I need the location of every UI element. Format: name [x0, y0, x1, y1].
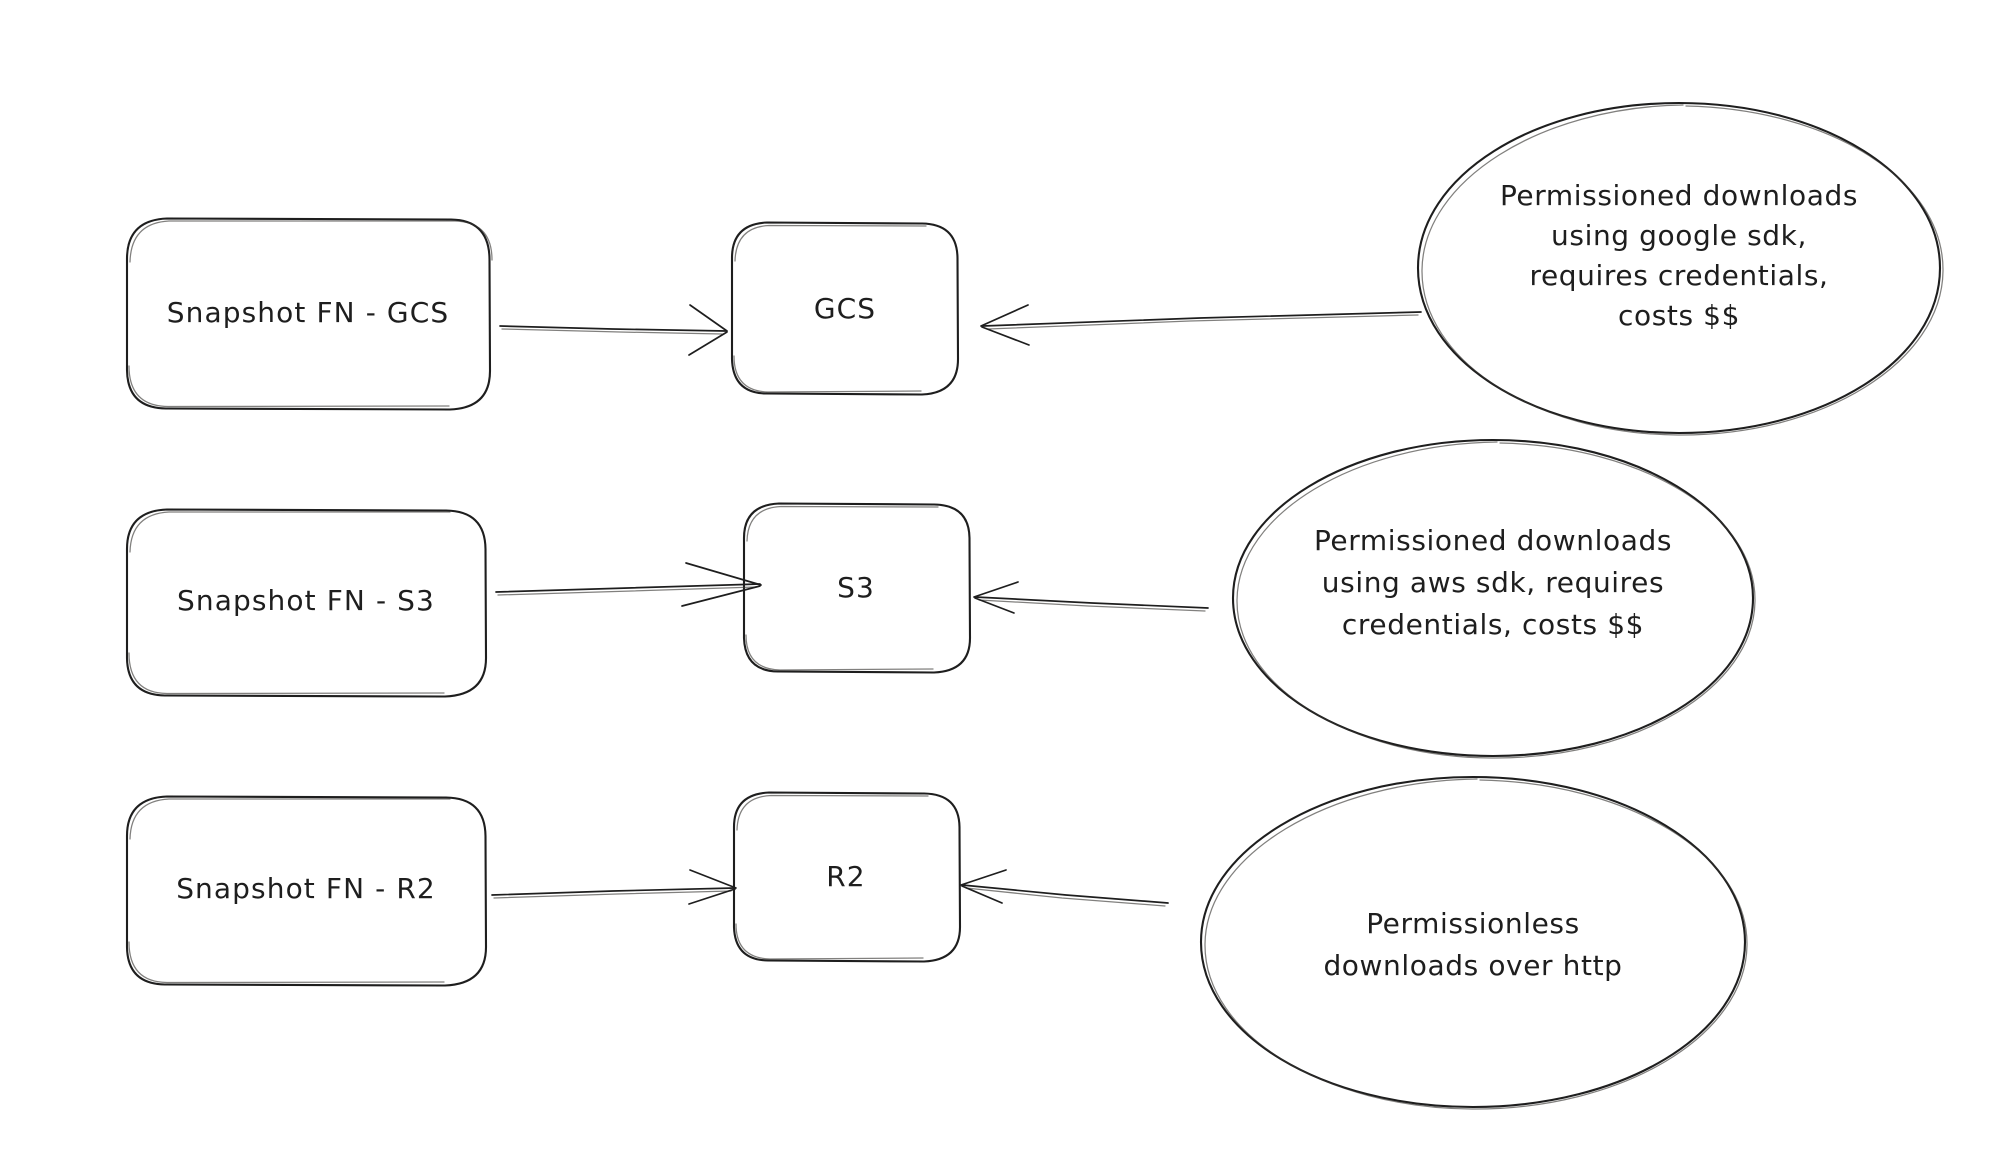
- note-s3-line-3: credentials, costs $$: [1342, 608, 1644, 641]
- note-s3-line-1: Permissioned downloads: [1314, 524, 1672, 557]
- note-gcs[interactable]: Permissioned downloads using google sdk,…: [1416, 101, 1944, 436]
- node-s3[interactable]: S3: [742, 502, 972, 674]
- note-s3[interactable]: Permissioned downloads using aws sdk, re…: [1231, 438, 1756, 759]
- node-label-snapshot-fn-s3: Snapshot FN - S3: [177, 584, 435, 617]
- note-gcs-line-1: Permissioned downloads: [1500, 179, 1858, 212]
- note-r2-line-2: downloads over http: [1323, 949, 1622, 982]
- node-r2[interactable]: R2: [732, 791, 962, 963]
- node-snapshot-fn-gcs[interactable]: Snapshot FN - GCS: [125, 217, 493, 411]
- edge-fn-s3-to-s3: [495, 562, 762, 607]
- node-label-s3: S3: [837, 571, 875, 604]
- note-gcs-line-2: using google sdk,: [1551, 219, 1807, 252]
- edge-fn-r2-to-r2: [491, 869, 737, 905]
- note-r2-line-1: Permissionless: [1366, 907, 1580, 940]
- node-label-snapshot-fn-gcs: Snapshot FN - GCS: [167, 296, 449, 329]
- node-label-r2: R2: [826, 860, 865, 893]
- note-gcs-line-3: requires credentials,: [1529, 259, 1828, 292]
- node-label-snapshot-fn-r2: Snapshot FN - R2: [176, 872, 436, 905]
- edge-note-r2-to-r2: [960, 869, 1169, 907]
- node-gcs[interactable]: GCS: [730, 221, 960, 396]
- note-r2[interactable]: Permissionless downloads over http: [1199, 775, 1748, 1110]
- node-snapshot-fn-s3[interactable]: Snapshot FN - S3: [125, 508, 488, 698]
- note-gcs-line-4: costs $$: [1618, 299, 1740, 332]
- edge-fn-gcs-to-gcs: [499, 304, 728, 356]
- node-snapshot-fn-r2[interactable]: Snapshot FN - R2: [125, 795, 488, 987]
- edge-note-gcs-to-gcs: [980, 304, 1422, 346]
- edge-note-s3-to-s3: [973, 581, 1209, 614]
- node-label-gcs: GCS: [814, 292, 876, 325]
- note-s3-line-2: using aws sdk, requires: [1322, 566, 1664, 599]
